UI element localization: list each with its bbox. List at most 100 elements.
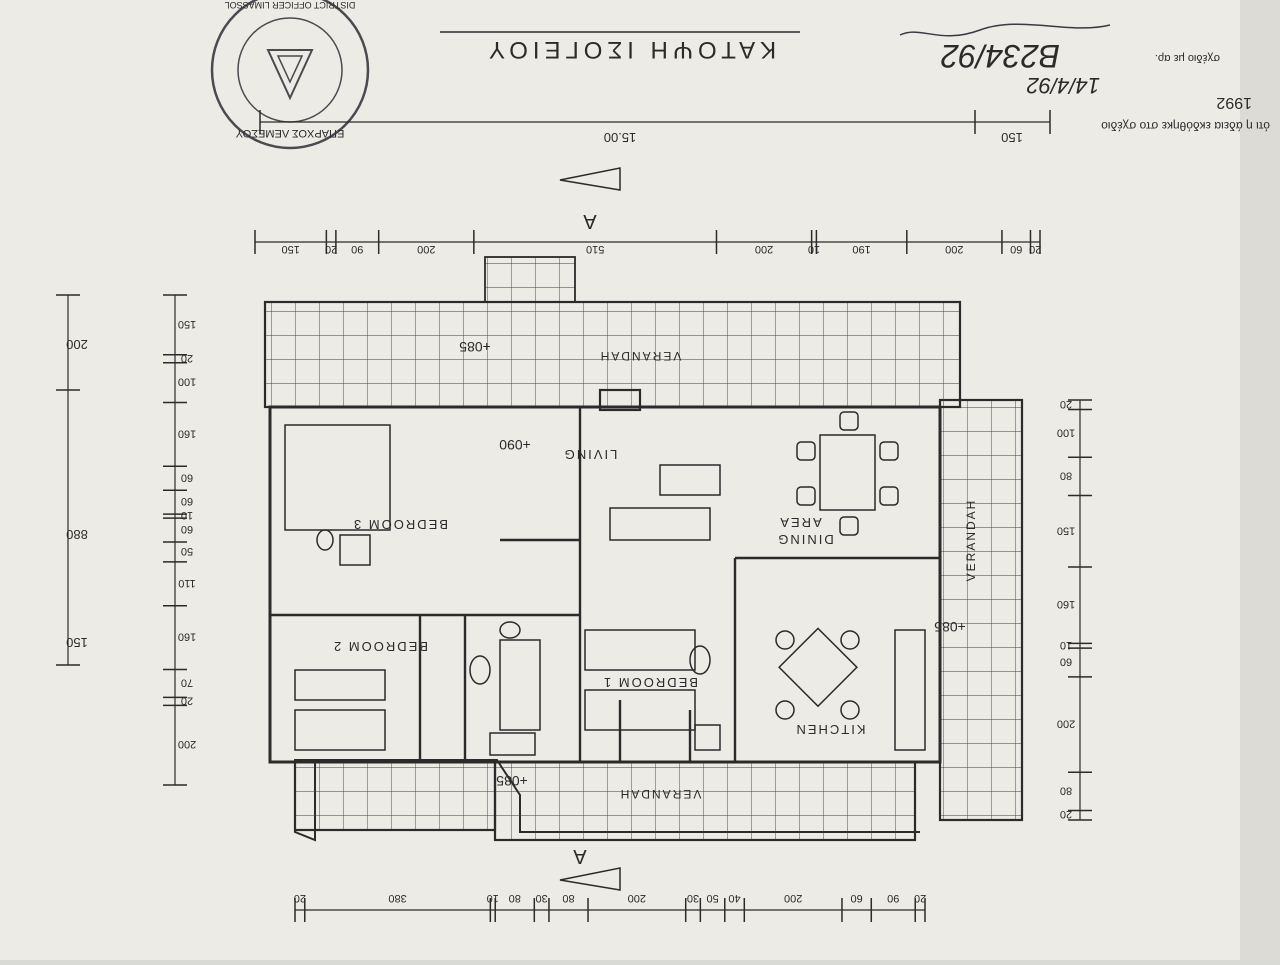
bottom-chain-label: 60 bbox=[851, 892, 863, 904]
living-level: +090 bbox=[499, 437, 531, 453]
section-marker-top: A bbox=[559, 167, 621, 232]
verandah-right-label: VERANDAH bbox=[964, 499, 978, 582]
dimension-left-total: 880 200 150 bbox=[56, 294, 88, 666]
sofa-living bbox=[609, 507, 711, 541]
top-chain-label: 20 bbox=[325, 243, 337, 255]
room-label-bedroom2: BEDROOM 2 bbox=[332, 639, 428, 654]
kitchen-counter bbox=[894, 629, 926, 751]
dining-chairs bbox=[796, 411, 899, 536]
dim-left-total-880: 880 bbox=[66, 527, 88, 542]
signature-scribble bbox=[899, 23, 1111, 37]
bottom-chain-label: 40 bbox=[728, 892, 740, 904]
left-chain-label: 20 bbox=[181, 694, 193, 706]
top-chain-label: 150 bbox=[282, 243, 300, 255]
verandah-right-level: +085 bbox=[934, 619, 966, 635]
top-chain-label: 10 bbox=[808, 243, 820, 255]
dim-left-outer-200: 200 bbox=[66, 337, 88, 352]
bed-bedroom2-a bbox=[294, 709, 386, 751]
bottom-chain-label: 80 bbox=[562, 892, 574, 904]
note-year: 1992 bbox=[1216, 94, 1252, 111]
dimension-right-chain: 20 80 200 60 10 160 150 80 100 20 bbox=[1057, 398, 1092, 821]
verandah-bottom: VERANDAH +085 bbox=[293, 759, 920, 842]
note-line-1: ότι η άδεια εκδόθηκε στο σχέδιο bbox=[1101, 119, 1270, 133]
dim-left-outer-150: 150 bbox=[66, 635, 88, 650]
left-chain-label: 160 bbox=[178, 427, 196, 439]
bottom-chain-label: 30 bbox=[687, 892, 699, 904]
section-marker-bottom-label: A bbox=[573, 845, 587, 867]
note-line-2: σχέδιο με αρ. bbox=[1155, 52, 1220, 64]
right-chain-label: 200 bbox=[1057, 718, 1075, 730]
right-chain-label: 160 bbox=[1057, 598, 1075, 610]
handwritten-notes: Β234/92 14/4/92 1992 ότι η άδεια εκδόθηκ… bbox=[899, 23, 1270, 133]
top-chain-label: 90 bbox=[351, 243, 363, 255]
room-label-living: LIVING bbox=[563, 447, 618, 462]
bottom-chain-label: 90 bbox=[887, 892, 899, 904]
left-chain-label: 60 bbox=[181, 495, 193, 507]
building-plan: VERANDAH +085 VERANDAH +085 VERANDAH +08… bbox=[263, 167, 1024, 891]
district-stamp: ΕΠΑΡΧΟΣ ΛΕΜΕΣΟΥ DISTRICT OFFICER LIMASSO… bbox=[210, 0, 370, 150]
left-chain-label: 160 bbox=[178, 631, 196, 643]
left-chain-label: 60 bbox=[181, 471, 193, 483]
verandah-top-level: +085 bbox=[459, 339, 491, 355]
right-chain-label: 20 bbox=[1060, 808, 1072, 820]
kitchen-chairs bbox=[775, 630, 860, 720]
left-chain-label: 10 bbox=[181, 509, 193, 521]
room-label-bedroom3: BEDROOM 3 bbox=[352, 517, 448, 532]
bottom-chain-label: 200 bbox=[628, 892, 646, 904]
bottom-chain-label: 50 bbox=[706, 892, 718, 904]
right-chain-label: 150 bbox=[1057, 524, 1075, 536]
left-chain-label: 20 bbox=[181, 352, 193, 364]
room-label-kitchen: KITCHEN bbox=[794, 722, 865, 737]
section-marker-bottom: A bbox=[559, 845, 621, 891]
bottom-chain-label: 380 bbox=[388, 892, 406, 904]
top-chain-label: 20 bbox=[1029, 243, 1041, 255]
verandah-bottom-label: VERANDAH bbox=[619, 787, 702, 801]
bottom-chain-label: 80 bbox=[509, 892, 521, 904]
left-chain-label: 200 bbox=[178, 738, 196, 750]
left-chain-label: 100 bbox=[178, 376, 196, 388]
dining-table bbox=[819, 434, 876, 511]
left-chain-label: 110 bbox=[178, 577, 196, 589]
bottom-chain-label: 20 bbox=[914, 892, 926, 904]
bed-bedroom3 bbox=[284, 424, 391, 531]
right-chain-label: 80 bbox=[1060, 469, 1072, 481]
bed-bedroom2-b bbox=[294, 669, 386, 701]
verandah-right: VERANDAH +085 bbox=[934, 398, 1024, 822]
plan-title: ΚΑΤΟΨΗ ΙΣΟΓΕΙΟΥ bbox=[484, 36, 776, 63]
verandah-top-label: VERANDAH bbox=[599, 349, 682, 363]
right-chain-label: 20 bbox=[1060, 398, 1072, 410]
section-marker-top-label: A bbox=[583, 210, 597, 232]
top-chain-label: 200 bbox=[945, 243, 963, 255]
bed-bedroom1-b bbox=[584, 629, 696, 671]
top-chain-label: 190 bbox=[852, 243, 870, 255]
interior-walls bbox=[270, 407, 940, 762]
kitchen-table bbox=[778, 627, 858, 708]
bottom-chain-label: 20 bbox=[294, 892, 306, 904]
bed-bedroom1-a bbox=[584, 689, 696, 731]
bottom-chain-label: 10 bbox=[487, 892, 499, 904]
handwritten-date: 14/4/92 bbox=[1027, 73, 1100, 98]
dim-outer-150: 150 bbox=[1001, 130, 1023, 145]
room-label-bedroom1: BEDROOM 1 bbox=[602, 675, 698, 690]
left-chain-label: 150 bbox=[178, 318, 196, 330]
room-label-area: AREA bbox=[778, 515, 821, 530]
dim-outer-total: 15.00 bbox=[604, 130, 637, 145]
bottom-chain-label: 200 bbox=[784, 892, 802, 904]
right-chain-label: 60 bbox=[1060, 656, 1072, 668]
right-chain-label: 100 bbox=[1057, 426, 1075, 438]
top-chain-label: 60 bbox=[1010, 243, 1022, 255]
left-chain-label: 60 bbox=[181, 523, 193, 535]
top-chain-label: 200 bbox=[755, 243, 773, 255]
stamp-text-bottom: DISTRICT OFFICER LIMASSOL bbox=[225, 0, 356, 10]
room-label-dining: DINING bbox=[776, 532, 834, 547]
left-chain-label: 50 bbox=[181, 545, 193, 557]
bathroom-fixtures bbox=[316, 388, 721, 756]
top-chain-label: 510 bbox=[586, 243, 604, 255]
right-chain-label: 10 bbox=[1060, 639, 1072, 651]
signature-text: Β234/92 bbox=[941, 38, 1060, 74]
right-chain-label: 80 bbox=[1060, 784, 1072, 796]
